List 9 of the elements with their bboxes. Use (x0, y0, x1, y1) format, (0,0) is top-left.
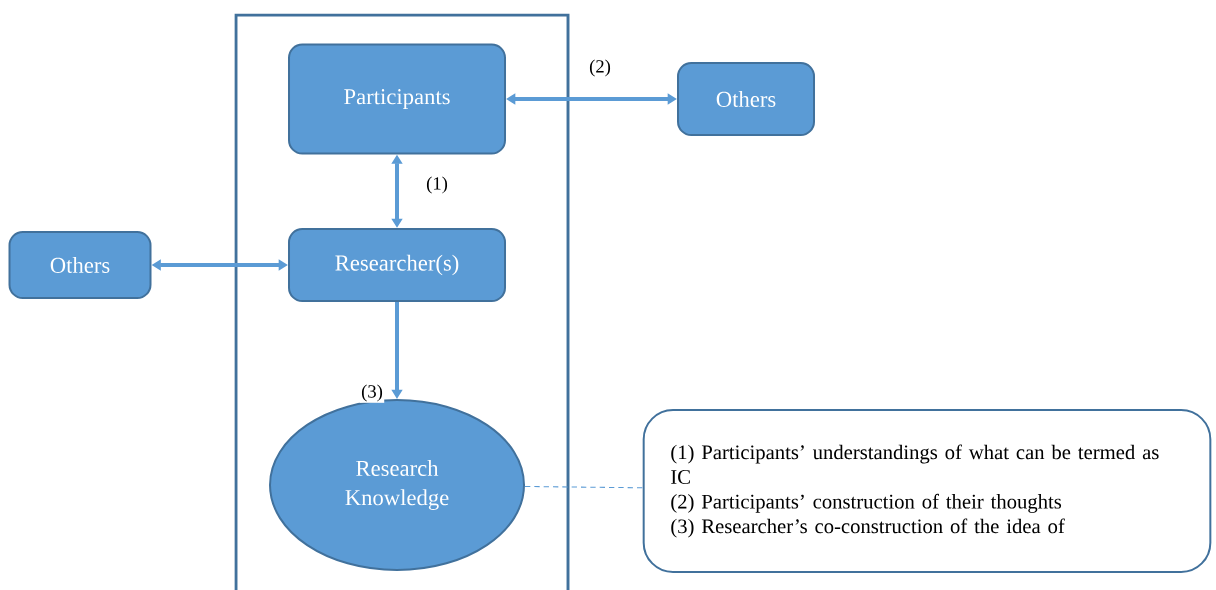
edge-label: (2) (587, 58, 613, 78)
note-callout: (1) Participants’ understandings of what can be termed as IC (2) Participants’ construction of their thoughts (3) Researcher’s co-construction of the idea of (642, 409, 1212, 573)
process-box: Participants (288, 43, 506, 155)
process-box: Others (8, 231, 152, 299)
process-box: Researcher(s) (288, 228, 506, 302)
edge-label: (3) (359, 383, 385, 403)
process-box: Others (677, 62, 815, 136)
edge-label: (1) (424, 175, 450, 195)
leader-line (524, 485, 644, 489)
